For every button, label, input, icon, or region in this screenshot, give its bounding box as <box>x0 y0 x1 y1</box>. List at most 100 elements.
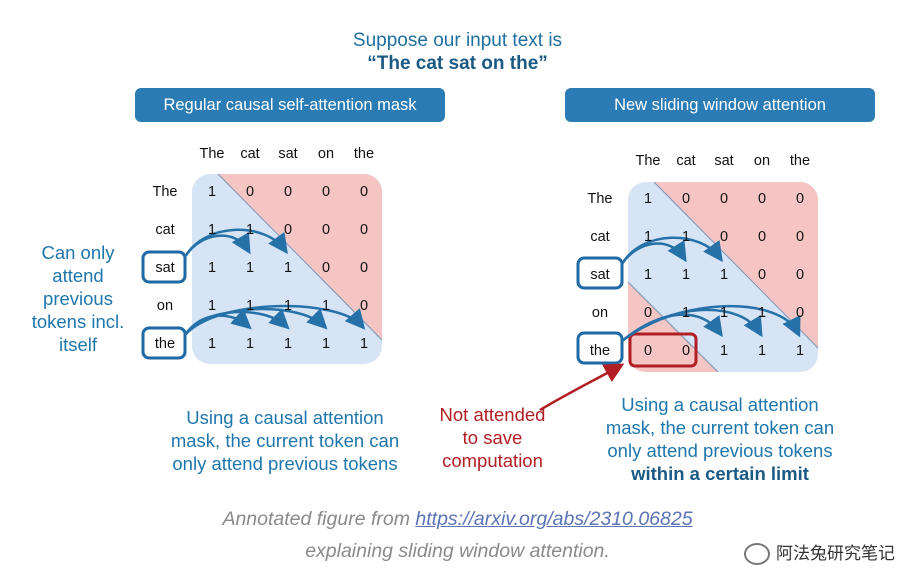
right-column-header: sat <box>714 153 733 169</box>
left-note-line: Using a causal attention <box>186 407 384 428</box>
right-arrows <box>620 236 801 342</box>
left-cell: 1 <box>208 222 216 238</box>
left-cell: 1 <box>208 336 216 352</box>
side-note-line: attend <box>52 265 104 286</box>
red-note: Not attended to save computation <box>425 403 560 472</box>
right-cell: 0 <box>758 191 766 207</box>
side-note-line: tokens incl. <box>31 311 125 332</box>
left-cell: 1 <box>246 222 254 238</box>
left-cell: 0 <box>360 222 368 238</box>
left-cell: 0 <box>322 260 330 276</box>
right-cell: 1 <box>758 343 766 359</box>
right-cell: 0 <box>796 229 804 245</box>
left-side-note: Can only attend previous tokens incl. it… <box>18 241 138 356</box>
red-arrow <box>539 363 625 412</box>
red-note-line: computation <box>442 450 543 471</box>
right-column-header: the <box>790 153 810 169</box>
caption-line-1: Annotated figure from https://arxiv.org/… <box>0 508 915 531</box>
arxiv-link[interactable]: https://arxiv.org/abs/2310.06825 <box>415 508 693 530</box>
right-note-line: only attend previous tokens <box>607 440 833 461</box>
left-cell: 1 <box>246 298 254 314</box>
right-column-header: The <box>636 153 661 169</box>
intro-line-1: Suppose our input text is <box>352 30 563 51</box>
unattended-zeros-box <box>628 332 698 368</box>
left-note-line: only attend previous tokens <box>172 453 398 474</box>
right-cell: 1 <box>682 267 690 283</box>
right-row-highlight-sat <box>576 256 624 290</box>
left-row-header: sat <box>155 260 174 276</box>
right-cell: 0 <box>758 267 766 283</box>
left-cell: 1 <box>208 184 216 200</box>
right-cell: 0 <box>720 191 728 207</box>
right-cell: 0 <box>796 191 804 207</box>
right-cell: 0 <box>682 343 690 359</box>
left-cell: 1 <box>246 336 254 352</box>
watermark: 阿法兔研究笔记 <box>744 539 895 566</box>
right-note-bold: within a certain limit <box>631 463 809 484</box>
left-row-header: cat <box>155 222 174 238</box>
left-row-header: The <box>153 184 178 200</box>
right-cell: 1 <box>682 305 690 321</box>
left-cell: 1 <box>208 260 216 276</box>
wechat-icon <box>744 542 770 565</box>
right-cell: 0 <box>644 305 652 321</box>
right-row-header: sat <box>590 267 609 283</box>
left-row-highlight-the <box>141 326 187 360</box>
left-column-header: on <box>318 146 334 162</box>
right-row-highlight-the <box>576 331 624 365</box>
red-note-line: to save <box>462 427 523 448</box>
left-cell: 0 <box>322 184 330 200</box>
right-bottom-note: Using a causal attention mask, the curre… <box>585 393 855 485</box>
left-cell: 0 <box>360 298 368 314</box>
right-cell: 1 <box>720 267 728 283</box>
right-cell: 1 <box>644 267 652 283</box>
side-note-line: Can only <box>41 242 115 263</box>
right-cell: 1 <box>720 343 728 359</box>
intro-line-2: “The cat sat on the” <box>367 53 548 74</box>
left-cell: 0 <box>284 222 292 238</box>
caption-prefix: Annotated figure from <box>222 508 416 530</box>
right-cell: 1 <box>644 229 652 245</box>
left-arrows <box>183 228 366 336</box>
right-cell: 1 <box>720 305 728 321</box>
right-cell: 0 <box>682 191 690 207</box>
left-cell: 1 <box>322 336 330 352</box>
watermark-text: 阿法兔研究笔记 <box>776 544 895 563</box>
right-cell: 1 <box>796 343 804 359</box>
left-cell: 0 <box>322 222 330 238</box>
left-column-header: the <box>354 146 374 162</box>
right-cell: 0 <box>758 229 766 245</box>
left-cell: 0 <box>360 184 368 200</box>
left-row-highlight-sat <box>141 250 187 284</box>
red-note-line: Not attended <box>439 404 546 425</box>
right-cell: 0 <box>796 305 804 321</box>
left-cell: 0 <box>246 184 254 200</box>
right-note-line: mask, the current token can <box>605 417 835 438</box>
right-note-line: Using a causal attention <box>621 394 819 415</box>
left-cell: 1 <box>360 336 368 352</box>
right-column-header: cat <box>676 153 695 169</box>
left-cell: 1 <box>208 298 216 314</box>
side-note-line: itself <box>58 334 98 355</box>
left-note-line: mask, the current token can <box>170 430 400 451</box>
left-panel-header: Regular causal self-attention mask <box>135 88 445 122</box>
side-note-line: previous <box>43 288 113 309</box>
right-row-header: on <box>592 305 608 321</box>
left-row-header: on <box>157 298 173 314</box>
caption-line-2: explaining sliding window attention. <box>305 540 610 562</box>
right-row-header: cat <box>590 229 609 245</box>
right-column-header: on <box>754 153 770 169</box>
left-column-header: sat <box>278 146 297 162</box>
right-row-header: the <box>590 343 610 359</box>
left-cell: 1 <box>284 336 292 352</box>
right-cell: 1 <box>682 229 690 245</box>
right-cell: 0 <box>644 343 652 359</box>
right-cell: 1 <box>758 305 766 321</box>
left-cell: 1 <box>246 260 254 276</box>
right-cell: 0 <box>720 229 728 245</box>
right-row-header: The <box>588 191 613 207</box>
left-row-header: the <box>155 336 175 352</box>
right-diagonal-lower <box>627 281 719 373</box>
